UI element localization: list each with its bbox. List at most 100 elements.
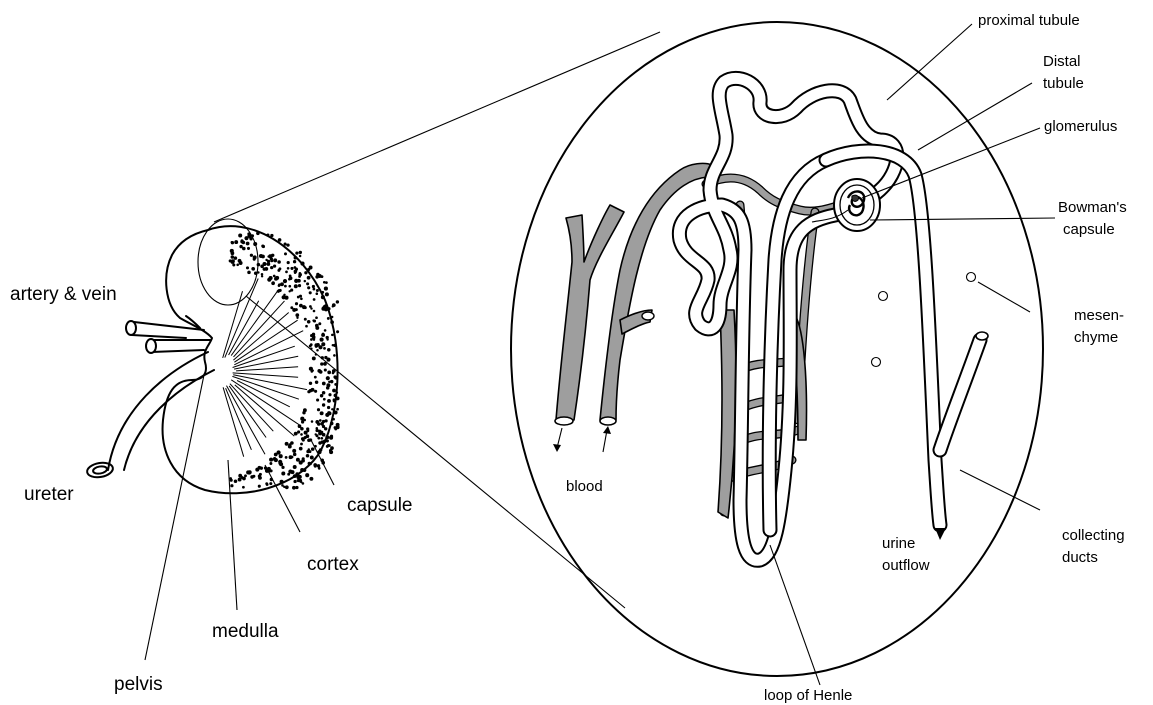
label-distal-tubule-line1: Distal — [1043, 53, 1081, 70]
cortex-speckle — [326, 386, 330, 390]
cortex-speckle — [246, 266, 249, 269]
cortex-speckle — [312, 285, 315, 288]
cortex-speckle — [271, 281, 275, 285]
cortex-speckle — [231, 259, 235, 263]
cortex-speckle — [332, 418, 335, 421]
cortex-speckle — [307, 320, 311, 324]
cortex-speckle — [242, 247, 246, 251]
cortex-speckle — [286, 243, 289, 246]
cortex-speckle — [316, 292, 319, 295]
cortex-speckle — [267, 262, 271, 266]
cortex-speckle — [285, 271, 288, 274]
cortex-speckle — [278, 238, 282, 242]
cortex-speckle — [321, 275, 324, 278]
cortex-speckle — [231, 241, 233, 243]
cortex-speckle — [315, 316, 318, 319]
cortex-speckle — [318, 467, 321, 470]
cortex-speckle — [247, 247, 250, 250]
cortex-speckle — [300, 433, 303, 436]
cortex-speckle — [300, 262, 304, 266]
cortex-speckle — [270, 266, 273, 269]
cortex-speckle — [316, 349, 319, 352]
cortex-speckle — [327, 307, 330, 310]
label-bowmans-capsule-line1: Bowman's — [1058, 199, 1127, 216]
cortex-speckle — [282, 295, 286, 299]
cortex-speckle — [336, 330, 339, 333]
cortex-speckle — [267, 255, 269, 257]
cortex-speckle — [313, 463, 317, 467]
cortex-speckle — [269, 276, 273, 280]
cortex-speckle — [317, 437, 320, 440]
cortex-speckle — [321, 295, 325, 299]
cortex-speckle — [328, 381, 330, 383]
medulla-striation — [235, 385, 294, 436]
label-collecting-ducts-line2: ducts — [1062, 549, 1098, 566]
cortex-speckle — [316, 289, 319, 292]
cortex-speckle — [261, 255, 265, 259]
cortex-speckle — [333, 375, 336, 378]
cortex-speckle — [327, 371, 331, 375]
cortex-speckle — [234, 479, 238, 483]
cortex-speckle — [299, 251, 302, 254]
cortex-speckle — [264, 267, 268, 271]
cortex-speckle — [287, 473, 290, 476]
cortex-speckle — [314, 376, 317, 379]
cortex-speckle — [315, 324, 319, 328]
label-urine-outflow-line1: urine — [882, 535, 915, 552]
cortex-speckle — [283, 279, 287, 283]
cortex-speckle — [317, 369, 321, 373]
medulla-striation — [236, 367, 298, 371]
cortex-speckle — [279, 454, 283, 458]
cortex-speckle — [336, 408, 339, 411]
cortex-speckle — [310, 338, 313, 341]
cortex-speckle — [318, 322, 321, 325]
label-proximal-tubule: proximal tubule — [978, 12, 1080, 29]
cortex-speckle — [306, 427, 309, 430]
cortex-speckle — [327, 348, 331, 352]
cortex-speckle — [320, 394, 323, 397]
cortex-speckle — [332, 389, 336, 393]
cortex-speckle — [329, 450, 333, 454]
cortex-speckle — [294, 270, 298, 274]
cortex-speckle — [293, 465, 297, 469]
cortex-speckle — [326, 436, 328, 438]
cortex-speckle — [300, 443, 303, 446]
cortex-speckle — [331, 334, 334, 337]
cortex-speckle — [309, 305, 312, 308]
cortex-speckle — [328, 411, 332, 415]
cortex-speckle — [333, 354, 336, 357]
label-cortex: cortex — [307, 554, 359, 575]
cortex-speckle — [307, 276, 311, 280]
label-ureter: ureter — [24, 484, 74, 505]
cortex-speckle — [332, 372, 335, 375]
medulla-striations — [223, 279, 307, 457]
cortex-speckle — [322, 433, 326, 437]
cortex-speckle — [299, 447, 303, 451]
cortex-speckle — [333, 399, 336, 402]
zoom-connector-lines — [214, 32, 660, 608]
cortex-speckle — [296, 317, 298, 319]
cortex-speckle — [312, 356, 316, 360]
cortex-speckle — [323, 439, 327, 443]
cortex-speckle — [327, 406, 330, 409]
cortex-speckle — [320, 411, 324, 415]
cortex-speckle — [323, 398, 326, 401]
cortex-speckle — [302, 411, 305, 414]
cortex-speckle — [315, 380, 318, 383]
label-bowmans-capsule-line2: capsule — [1063, 221, 1115, 238]
cortex-speckle — [329, 436, 333, 440]
ureter-tube — [86, 352, 214, 479]
cortex-speckle — [288, 445, 292, 449]
cortex-speckle — [334, 394, 338, 398]
nephron-magnified-view — [511, 22, 1055, 685]
cortex-speckle — [297, 279, 301, 283]
cortex-speckle — [298, 284, 301, 287]
cortex-speckle — [331, 408, 333, 410]
cortex-speckle — [334, 383, 337, 386]
cortex-speckle — [332, 303, 336, 307]
cortex-speckle — [334, 428, 337, 431]
cortex-speckle — [291, 470, 295, 474]
cortex-speckle — [307, 286, 310, 289]
label-pelvis: pelvis — [114, 674, 163, 695]
cortex-speckle — [231, 255, 235, 259]
